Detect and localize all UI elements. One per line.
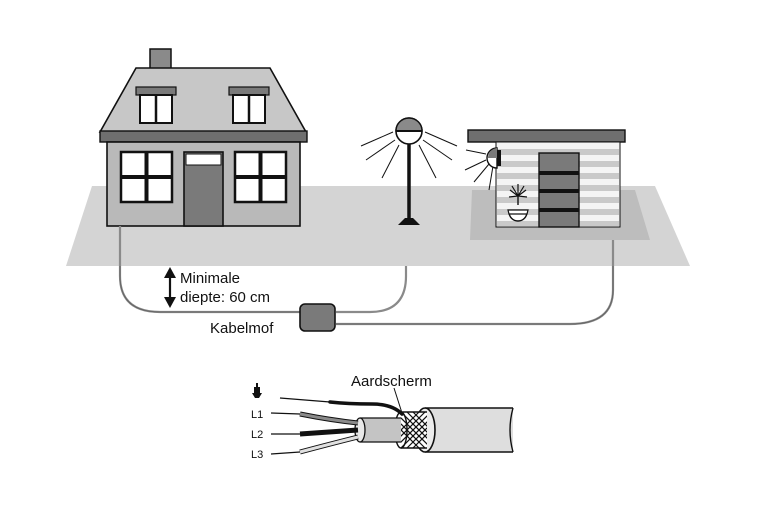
conductor-l3 bbox=[270, 434, 359, 455]
garden-lamp bbox=[360, 117, 458, 225]
cable-joint-to-shed bbox=[336, 240, 615, 326]
wire-label-l2: L2 bbox=[251, 429, 263, 441]
house-roof-band bbox=[99, 130, 308, 143]
lamp-base bbox=[398, 218, 420, 225]
conductor-l2 bbox=[271, 427, 359, 437]
dormer-window-right bbox=[228, 86, 270, 124]
depth-label-line1: Minimale bbox=[180, 270, 240, 287]
depth-label-line2: diepte: 60 cm bbox=[180, 289, 270, 306]
house-window-left bbox=[119, 150, 174, 204]
house-door bbox=[183, 151, 224, 227]
wall-lamp-rays bbox=[464, 149, 494, 191]
house bbox=[98, 48, 308, 227]
cable-cross-section bbox=[252, 383, 514, 455]
wire-label-l1: L1 bbox=[251, 409, 263, 421]
cable-joint-box bbox=[299, 303, 336, 332]
shed-door bbox=[538, 152, 580, 228]
potted-plant-icon bbox=[507, 184, 529, 222]
cable-joint-label: Kabelmof bbox=[210, 320, 274, 337]
shed-roof bbox=[467, 129, 626, 143]
shed-wall-lamp bbox=[464, 147, 501, 191]
cable-outer-jacket bbox=[425, 408, 513, 452]
underground-cables bbox=[118, 226, 615, 326]
dormer-window-left bbox=[135, 86, 177, 124]
cable-house-to-joint bbox=[118, 226, 302, 314]
cable-inner-sheath bbox=[354, 417, 401, 443]
house-roof bbox=[98, 67, 308, 133]
shed bbox=[464, 129, 650, 240]
earth-shield-braid bbox=[394, 411, 427, 449]
earth-symbol-icon bbox=[252, 383, 262, 398]
conductor-l1 bbox=[270, 411, 359, 426]
depth-arrow-icon bbox=[164, 267, 176, 308]
house-window-right bbox=[233, 150, 288, 204]
lamp-light-rays bbox=[360, 131, 458, 179]
wire-label-l3: L3 bbox=[251, 449, 263, 461]
earth-shield-lead bbox=[328, 400, 404, 416]
cable-lamp-to-joint bbox=[336, 266, 408, 314]
earth-shield-label: Aardscherm bbox=[351, 373, 432, 390]
